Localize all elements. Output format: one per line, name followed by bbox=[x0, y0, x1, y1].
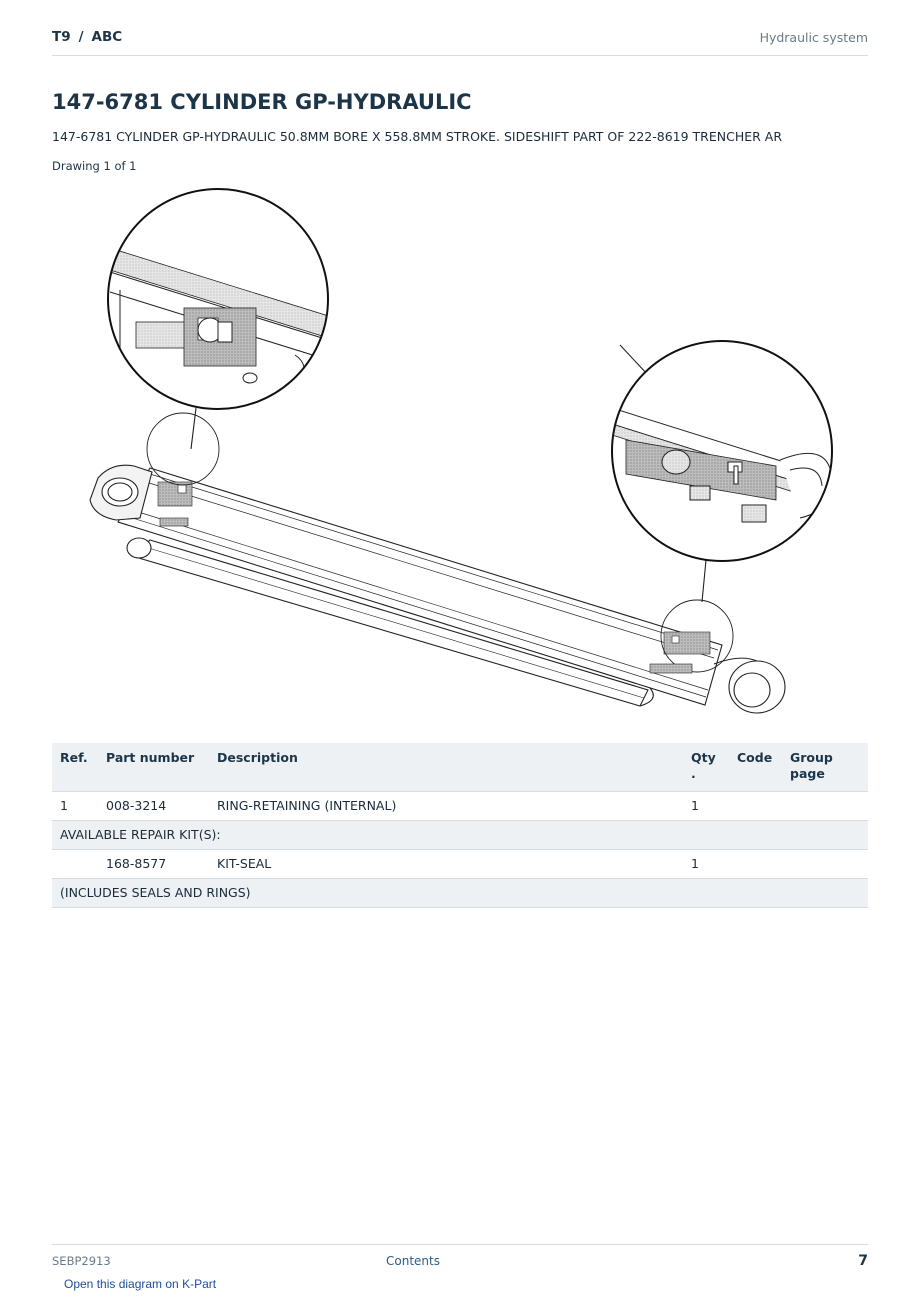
col-header-ref: Ref. bbox=[52, 743, 98, 792]
page-footer: SEBP2913 Contents 7 bbox=[52, 1244, 868, 1275]
breadcrumb-item-model[interactable]: T9 bbox=[52, 29, 71, 45]
hydraulic-cylinder-drawing bbox=[89, 412, 786, 714]
cell-ref: 1 bbox=[52, 791, 98, 821]
page-title: 147-6781 CYLINDER GP-HYDRAULIC bbox=[52, 90, 472, 114]
part-description: 147-6781 CYLINDER GP-HYDRAULIC 50.8MM BO… bbox=[52, 129, 783, 144]
parts-diagram[interactable] bbox=[52, 180, 868, 720]
document-code: SEBP2913 bbox=[52, 1254, 111, 1268]
col-header-part-number: Part number bbox=[98, 743, 209, 792]
detail-view-left bbox=[107, 188, 329, 410]
cell-part-number[interactable]: 168-8577 bbox=[98, 849, 209, 879]
leader-line-right bbox=[701, 559, 707, 603]
col-header-group-page: Group page bbox=[782, 743, 868, 792]
cell-code bbox=[729, 849, 782, 879]
cell-part-number[interactable]: 008-3214 bbox=[98, 791, 209, 821]
kit-note-row: (INCLUDES SEALS AND RINGS) bbox=[52, 878, 868, 908]
table-header-row: Ref. Part number Description Qty . Code … bbox=[52, 743, 868, 792]
table-row: 1 008-3214 RING-RETAINING (INTERNAL) 1 bbox=[52, 791, 868, 821]
repair-kit-header-row: AVAILABLE REPAIR KIT(S): bbox=[52, 820, 868, 850]
col-header-description: Description bbox=[209, 743, 683, 792]
cell-qty: 1 bbox=[683, 791, 729, 821]
cell-group-page bbox=[782, 849, 868, 879]
table-row: 168-8577 KIT-SEAL 1 bbox=[52, 849, 868, 879]
page-number: 7 bbox=[858, 1253, 868, 1269]
breadcrumb-separator: / bbox=[78, 29, 84, 45]
col-header-code: Code bbox=[729, 743, 782, 792]
open-in-kpart-link[interactable]: Open this diagram on K-Part bbox=[64, 1277, 217, 1291]
detail-view-right bbox=[611, 340, 833, 562]
breadcrumb-item-serial[interactable]: ABC bbox=[91, 29, 123, 45]
kit-note: (INCLUDES SEALS AND RINGS) bbox=[52, 878, 868, 908]
contents-link[interactable]: Contents bbox=[386, 1254, 440, 1268]
leader-line-left bbox=[190, 407, 197, 450]
cell-ref bbox=[52, 849, 98, 879]
drawing-counter: Drawing 1 of 1 bbox=[52, 159, 137, 173]
cell-code bbox=[729, 791, 782, 821]
breadcrumb: T9 / ABC bbox=[52, 29, 122, 45]
cell-qty: 1 bbox=[683, 849, 729, 879]
page-header: T9 / ABC Hydraulic system bbox=[52, 28, 868, 56]
cell-description: KIT-SEAL bbox=[209, 849, 683, 879]
section-name: Hydraulic system bbox=[759, 30, 868, 45]
col-header-qty: Qty . bbox=[683, 743, 729, 792]
parts-table: Ref. Part number Description Qty . Code … bbox=[52, 743, 868, 908]
cell-group-page bbox=[782, 791, 868, 821]
cell-description: RING-RETAINING (INTERNAL) bbox=[209, 791, 683, 821]
repair-kit-header: AVAILABLE REPAIR KIT(S): bbox=[52, 820, 868, 850]
